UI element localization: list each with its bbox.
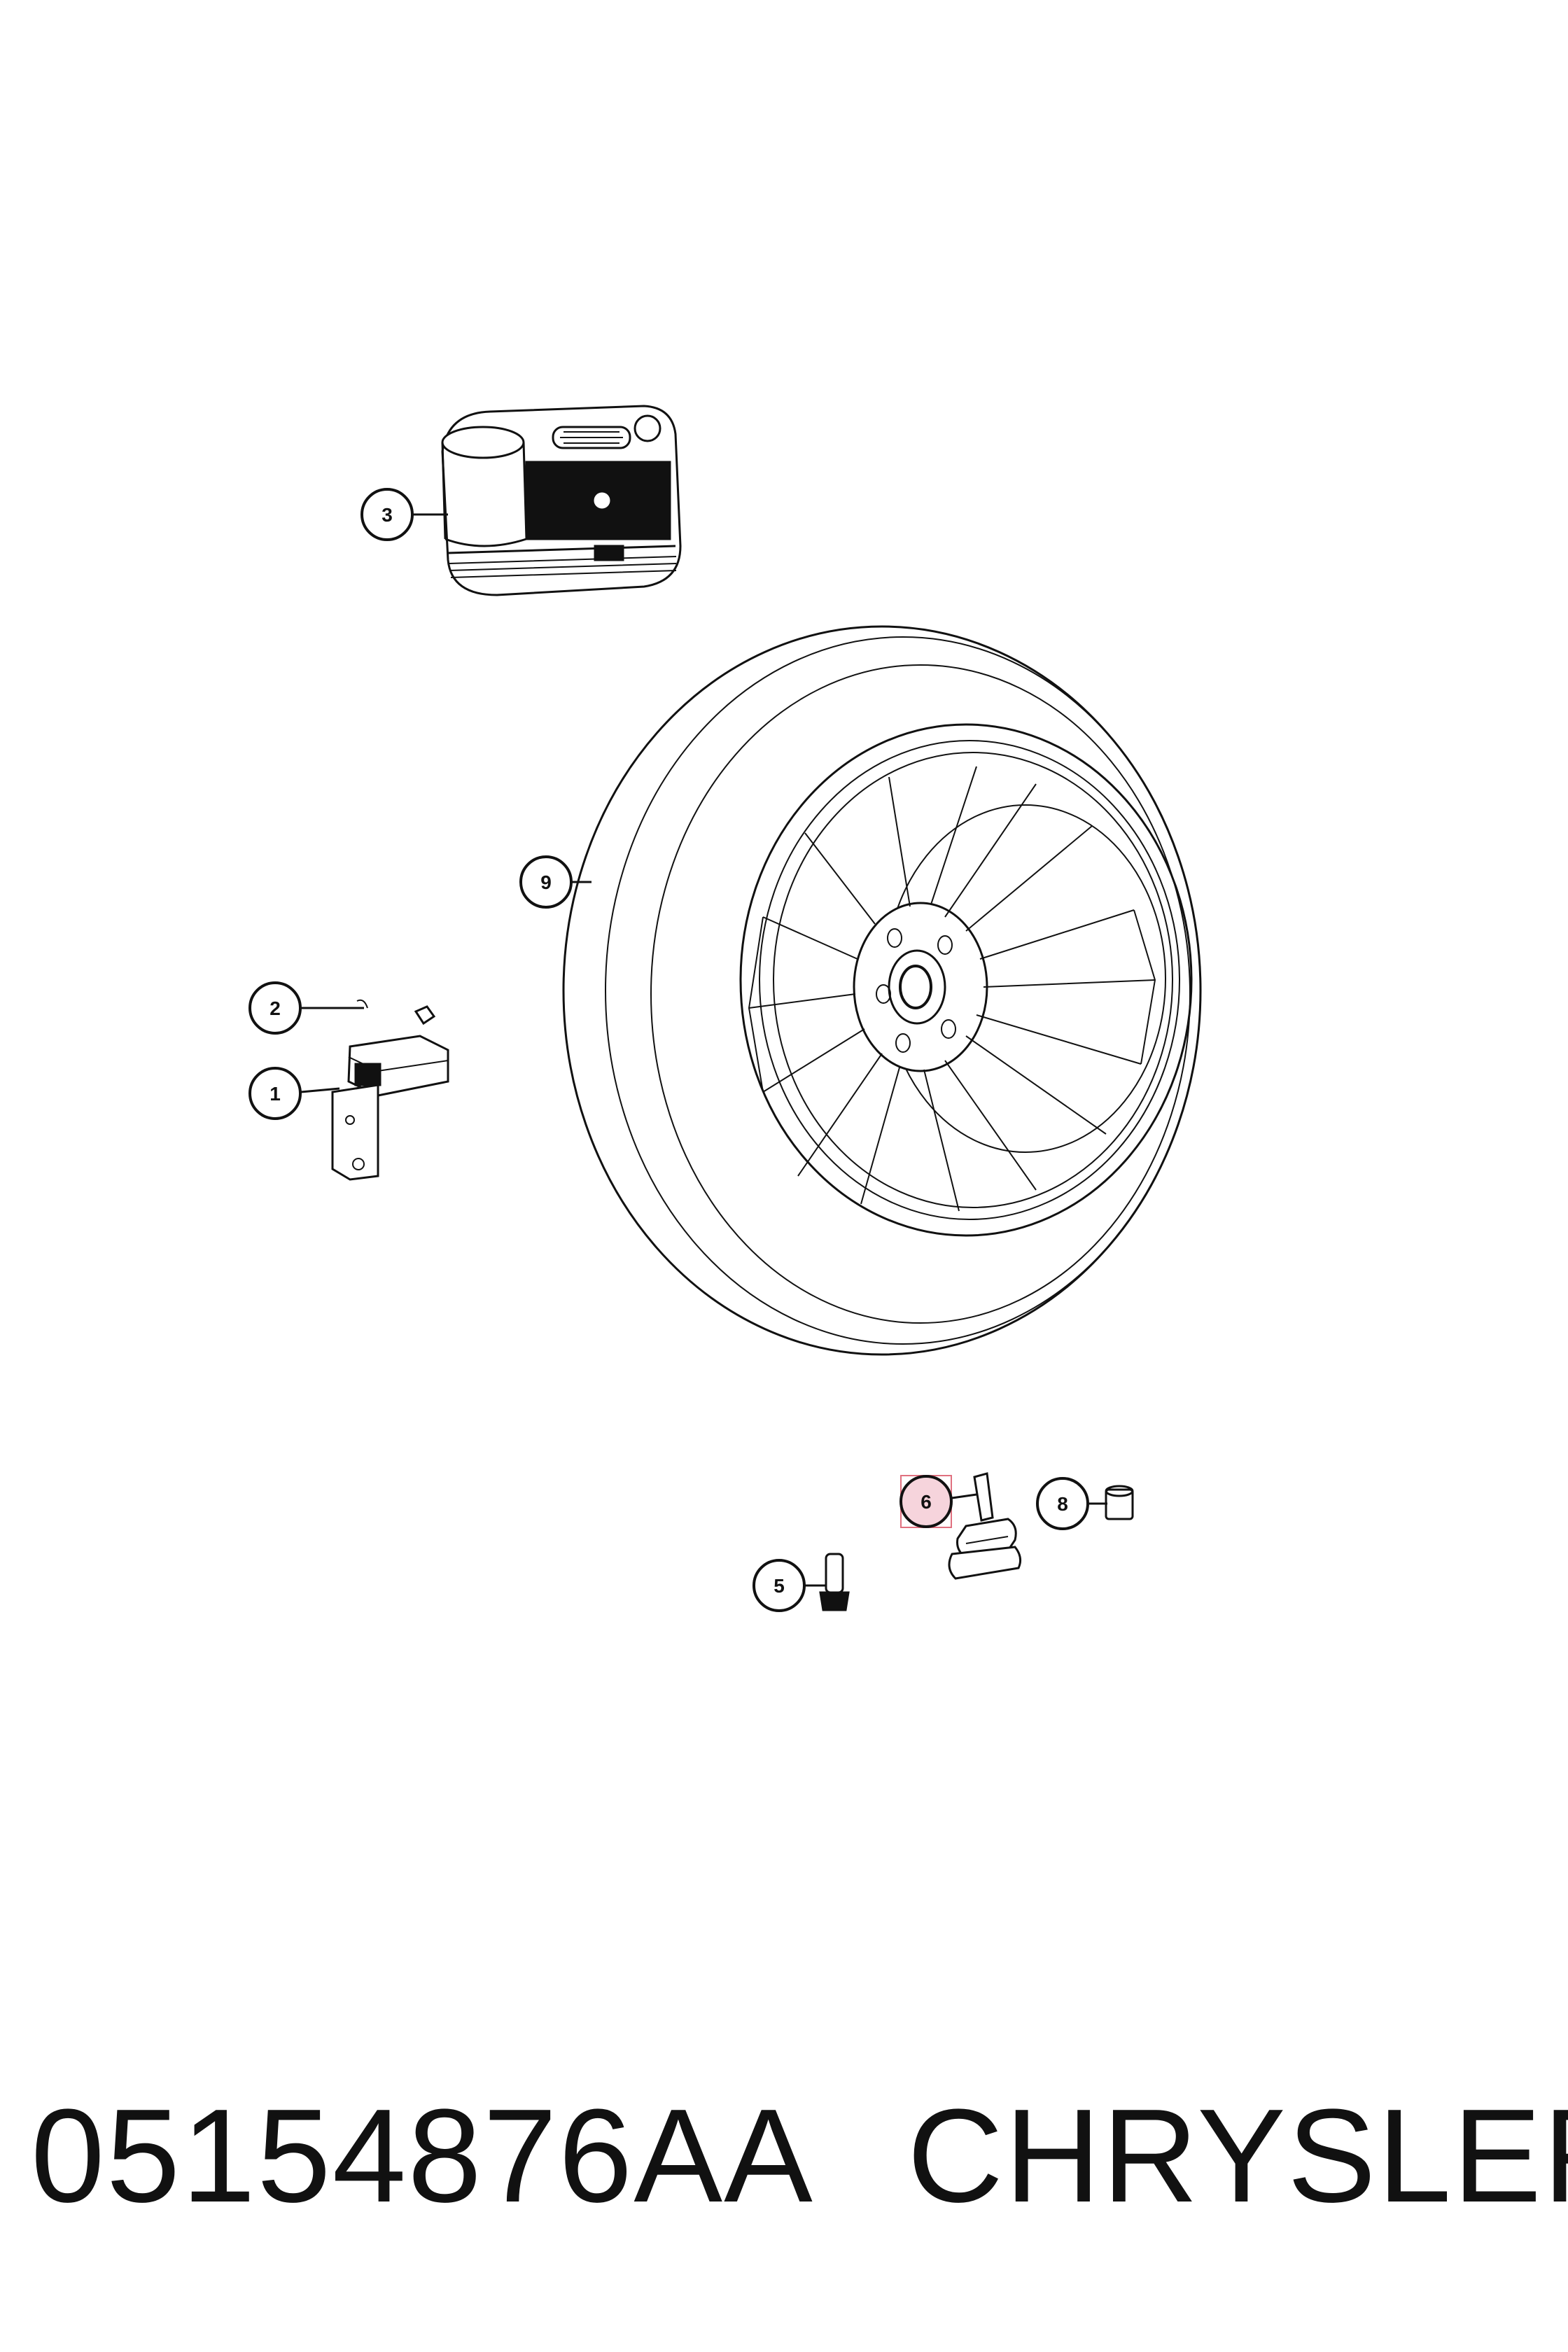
callout-3[interactable]: 3 xyxy=(360,488,414,541)
callout-9[interactable]: 9 xyxy=(519,855,573,909)
callout-1-label: 1 xyxy=(270,1083,281,1105)
callout-6-label: 6 xyxy=(920,1491,932,1513)
callout-1[interactable]: 1 xyxy=(248,1067,302,1120)
callout-2-label: 2 xyxy=(270,997,281,1019)
callout-9-label: 9 xyxy=(540,872,552,893)
footer-caption: 05154876AA CHRYSLER xyxy=(0,2058,1568,2254)
callout-8-label: 8 xyxy=(1057,1493,1068,1515)
valve-cap-drawing xyxy=(1105,1485,1134,1520)
wheel-tire-drawing xyxy=(562,625,1202,1356)
valve-stem-drawing xyxy=(819,1553,850,1611)
callout-3-label: 3 xyxy=(382,504,393,526)
leader-lines xyxy=(300,513,1107,1587)
tpms-sensor-drawing xyxy=(948,1472,1022,1580)
callout-6[interactable]: 6 xyxy=(899,1475,953,1528)
callout-5-label: 5 xyxy=(774,1575,785,1597)
brand-name: CHRYSLER xyxy=(907,2082,1568,2230)
part-number: 05154876AA xyxy=(31,2082,814,2230)
callout-2[interactable]: 2 xyxy=(248,981,302,1035)
sensor-module-drawing xyxy=(331,999,449,1181)
callout-8[interactable]: 8 xyxy=(1036,1477,1089,1530)
air-compressor-drawing xyxy=(441,405,682,596)
callout-5[interactable]: 5 xyxy=(752,1559,806,1612)
